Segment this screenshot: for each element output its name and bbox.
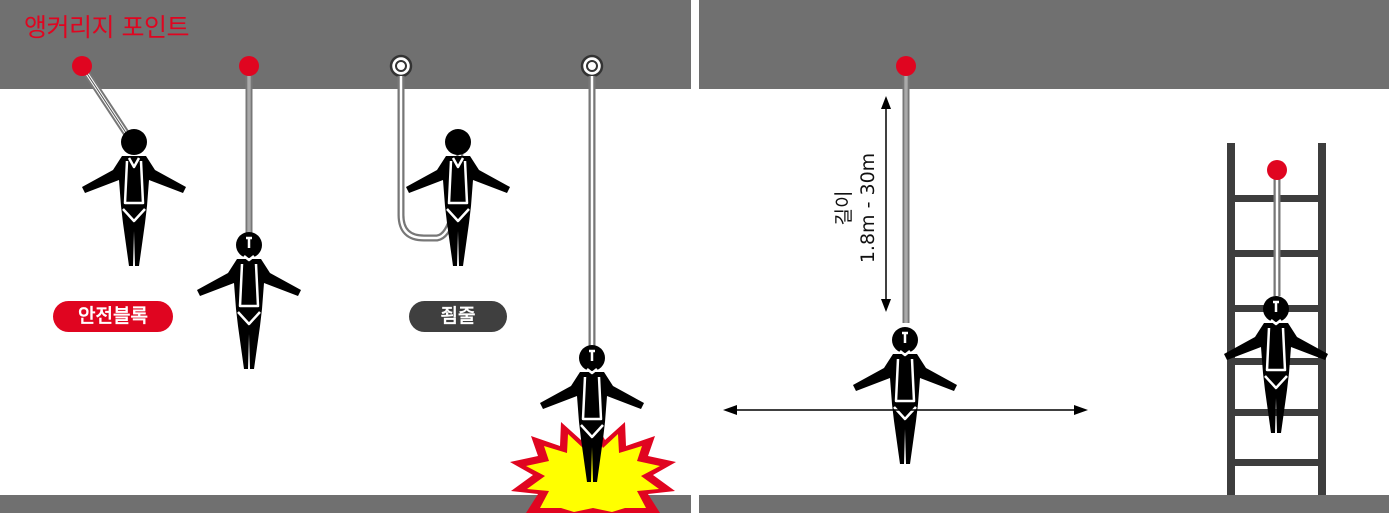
ring-anchor-icon [391, 56, 411, 76]
safety-block-badge: 안전블록 [53, 301, 173, 332]
anchor-point-icon [1267, 160, 1287, 180]
panel-divider [691, 0, 699, 513]
anchor-point-icon [896, 56, 916, 76]
worker-figure-icon [540, 56, 644, 482]
length-title: 길이 [832, 153, 856, 263]
ring-anchor-icon [582, 56, 602, 76]
ceiling-right [699, 0, 1389, 89]
anchor-point-caption: 앵커리지 포인트 [24, 8, 189, 44]
floor-right [699, 495, 1389, 513]
worker-figure-icon [197, 56, 301, 369]
length-range: 1.8m - 30m [856, 153, 880, 263]
anchor-point-icon [239, 56, 259, 76]
double-arrow-icon [881, 96, 891, 312]
lanyard-badge: 죔줄 [409, 301, 507, 332]
anchor-point-icon [72, 56, 92, 76]
